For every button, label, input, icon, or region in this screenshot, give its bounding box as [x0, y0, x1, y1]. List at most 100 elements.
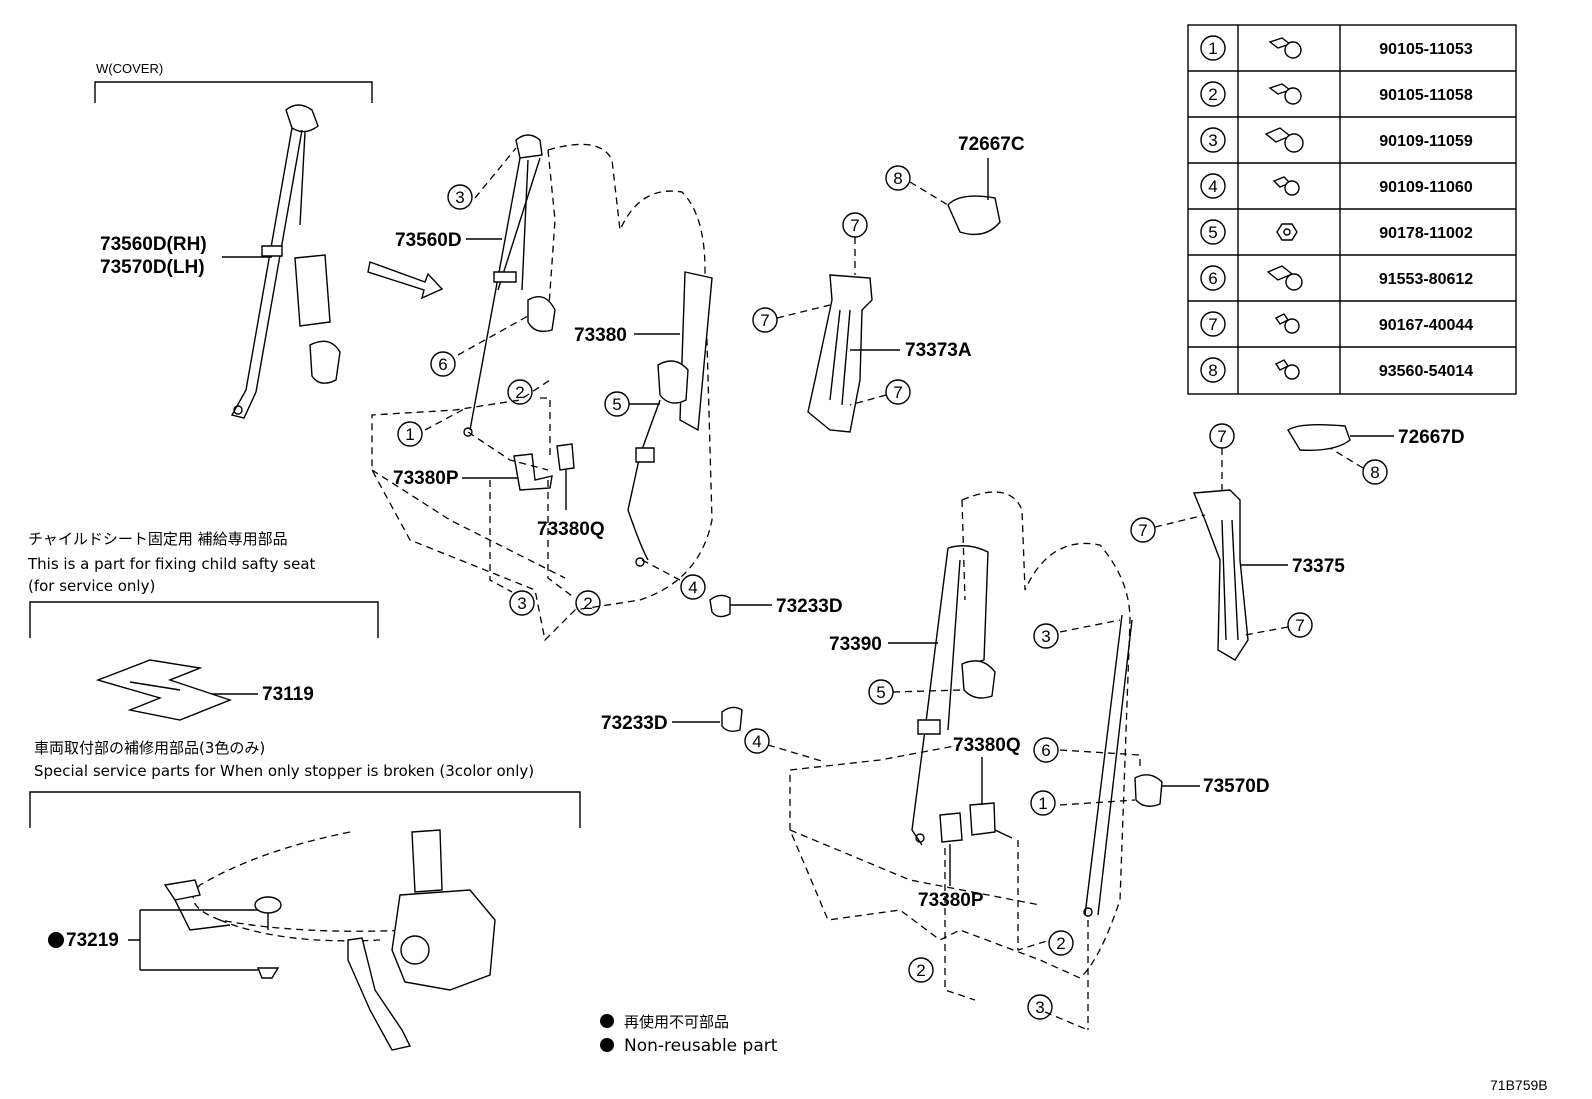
- retractor-73373A[interactable]: [807, 274, 873, 433]
- screw-icon: [1274, 359, 1300, 380]
- bolt-icon: [1272, 176, 1300, 196]
- belt-guide-73233D-upper[interactable]: [709, 594, 731, 618]
- callout-1-lower: 1: [1030, 790, 1056, 816]
- seat-outline-upper: [371, 143, 713, 642]
- svg-text:7: 7: [760, 311, 769, 330]
- label-73380P-upper: 73380P: [393, 468, 459, 489]
- svg-text:1: 1: [405, 425, 414, 444]
- callout-8-upper: 8: [885, 165, 911, 191]
- svg-text:4: 4: [688, 578, 697, 597]
- label-73570D-LH: 73570D(LH): [100, 257, 205, 278]
- buckle-73380Q-upper[interactable]: [556, 443, 575, 471]
- svg-text:2: 2: [515, 383, 524, 402]
- svg-text:1: 1: [1208, 39, 1217, 58]
- fastener-row: 6 91553-80612: [1200, 265, 1473, 291]
- svg-text:7: 7: [1138, 521, 1147, 540]
- label-73375: 73375: [1292, 556, 1345, 577]
- buckle-73380P-lower[interactable]: [939, 812, 1013, 843]
- label-73219: 73219: [66, 930, 119, 951]
- non-reusable-dot-icon: [48, 932, 64, 948]
- callout-2-lower-a: 2: [1048, 930, 1074, 956]
- svg-text:90109-11060: 90109-11060: [1379, 179, 1473, 196]
- callout-1-upper: 1: [397, 421, 423, 447]
- svg-text:3: 3: [455, 188, 464, 207]
- bolt-icon: [1268, 37, 1302, 59]
- svg-text:93560-54014: 93560-54014: [1379, 363, 1473, 380]
- svg-text:6: 6: [1208, 269, 1217, 288]
- callout-2-upper-a: 2: [507, 379, 533, 405]
- diagram-code: 71B759B: [1490, 1077, 1548, 1093]
- svg-text:90105-11053: 90105-11053: [1379, 41, 1473, 58]
- callout-5-lower: 5: [868, 679, 894, 705]
- child-seat-note-jp: チャイルドシート固定用 補給専用部品: [28, 530, 288, 548]
- callout-8-lower: 8: [1362, 459, 1388, 485]
- retractor-73375[interactable]: [1192, 489, 1249, 661]
- stopper-bracket: [29, 791, 581, 828]
- label-73560D: 73560D: [395, 230, 462, 251]
- label-72667D: 72667D: [1398, 427, 1465, 448]
- svg-text:3: 3: [1041, 627, 1050, 646]
- seat-belt-73560D[interactable]: [463, 134, 556, 437]
- cover-72667C[interactable]: [947, 195, 1001, 236]
- svg-text:5: 5: [876, 683, 885, 702]
- callout-3-upper: 3: [447, 184, 473, 210]
- callout-2-upper-b: 2: [575, 590, 601, 616]
- svg-text:2: 2: [1056, 934, 1065, 953]
- callout-6-upper: 6: [430, 351, 456, 377]
- seat-belt-73380[interactable]: [627, 271, 713, 567]
- svg-text:8: 8: [1208, 361, 1217, 380]
- seat-belt-73390[interactable]: [911, 545, 996, 846]
- legend-nonreusable-jp: 再使用不可部品: [624, 1013, 729, 1031]
- callout-7-b: 7: [752, 307, 778, 333]
- nut-icon: [1276, 223, 1298, 241]
- label-73390: 73390: [829, 634, 882, 655]
- label-72667C: 72667C: [958, 134, 1025, 155]
- svg-text:91553-80612: 91553-80612: [1379, 271, 1473, 288]
- callout-7-e: 7: [1130, 517, 1156, 543]
- buckle-73380P-upper[interactable]: [513, 453, 553, 491]
- svg-text:3: 3: [1035, 998, 1044, 1017]
- belt-guide-73233D-lower[interactable]: [721, 706, 743, 733]
- svg-text:1: 1: [1038, 794, 1047, 813]
- callout-7-a: 7: [842, 212, 868, 238]
- seat-belt-73570D[interactable]: [1083, 614, 1163, 917]
- callout-3-lower-b: 3: [1027, 994, 1053, 1020]
- callout-6-lower: 6: [1033, 737, 1059, 763]
- stopper-assembly-detail: [163, 829, 496, 1051]
- svg-text:3: 3: [517, 594, 526, 613]
- svg-text:8: 8: [1370, 463, 1379, 482]
- child-seat-plate-73119[interactable]: [95, 659, 233, 721]
- fastener-row: 3 90109-11059: [1200, 127, 1473, 153]
- svg-text:90178-11002: 90178-11002: [1379, 225, 1473, 242]
- callout-4-upper: 4: [680, 574, 706, 600]
- stopper-note-en: Special service parts for When only stop…: [34, 762, 534, 780]
- cover-72667D[interactable]: [1287, 423, 1351, 451]
- seat-outline-lower: [789, 491, 1131, 979]
- callout-5-upper: 5: [604, 391, 630, 417]
- buckle-73380Q-lower[interactable]: [969, 802, 996, 836]
- stopper-clip-73219[interactable]: [254, 896, 282, 979]
- svg-text:2: 2: [583, 594, 592, 613]
- svg-text:2: 2: [1208, 85, 1217, 104]
- label-73380Q-lower: 73380Q: [953, 735, 1021, 756]
- child-seat-bracket: [29, 601, 379, 638]
- fastener-table: [1187, 24, 1517, 395]
- callout-4-lower: 4: [744, 728, 770, 754]
- svg-text:6: 6: [438, 355, 447, 374]
- fastener-row: 7 90167-40044: [1200, 311, 1473, 337]
- label-73570D: 73570D: [1203, 776, 1270, 797]
- label-73380Q-upper: 73380Q: [537, 519, 605, 540]
- child-seat-note-en-1: This is a part for fixing child safty se…: [27, 555, 316, 573]
- bolt-icon: [1266, 265, 1303, 291]
- svg-text:90167-40044: 90167-40044: [1379, 317, 1473, 334]
- svg-text:2: 2: [916, 961, 925, 980]
- callout-3-upper-b: 3: [509, 590, 535, 616]
- seat-belt-assembly-w-cover[interactable]: [230, 104, 341, 419]
- fastener-row: 8 93560-54014: [1200, 357, 1473, 383]
- label-73373A: 73373A: [905, 340, 972, 361]
- fastener-row: 5 90178-11002: [1200, 219, 1473, 245]
- cover-bracket: [94, 81, 373, 103]
- callout-7-f: 7: [1287, 612, 1313, 638]
- label-73233D-upper: 73233D: [776, 596, 843, 617]
- fastener-row: 4 90109-11060: [1200, 173, 1473, 199]
